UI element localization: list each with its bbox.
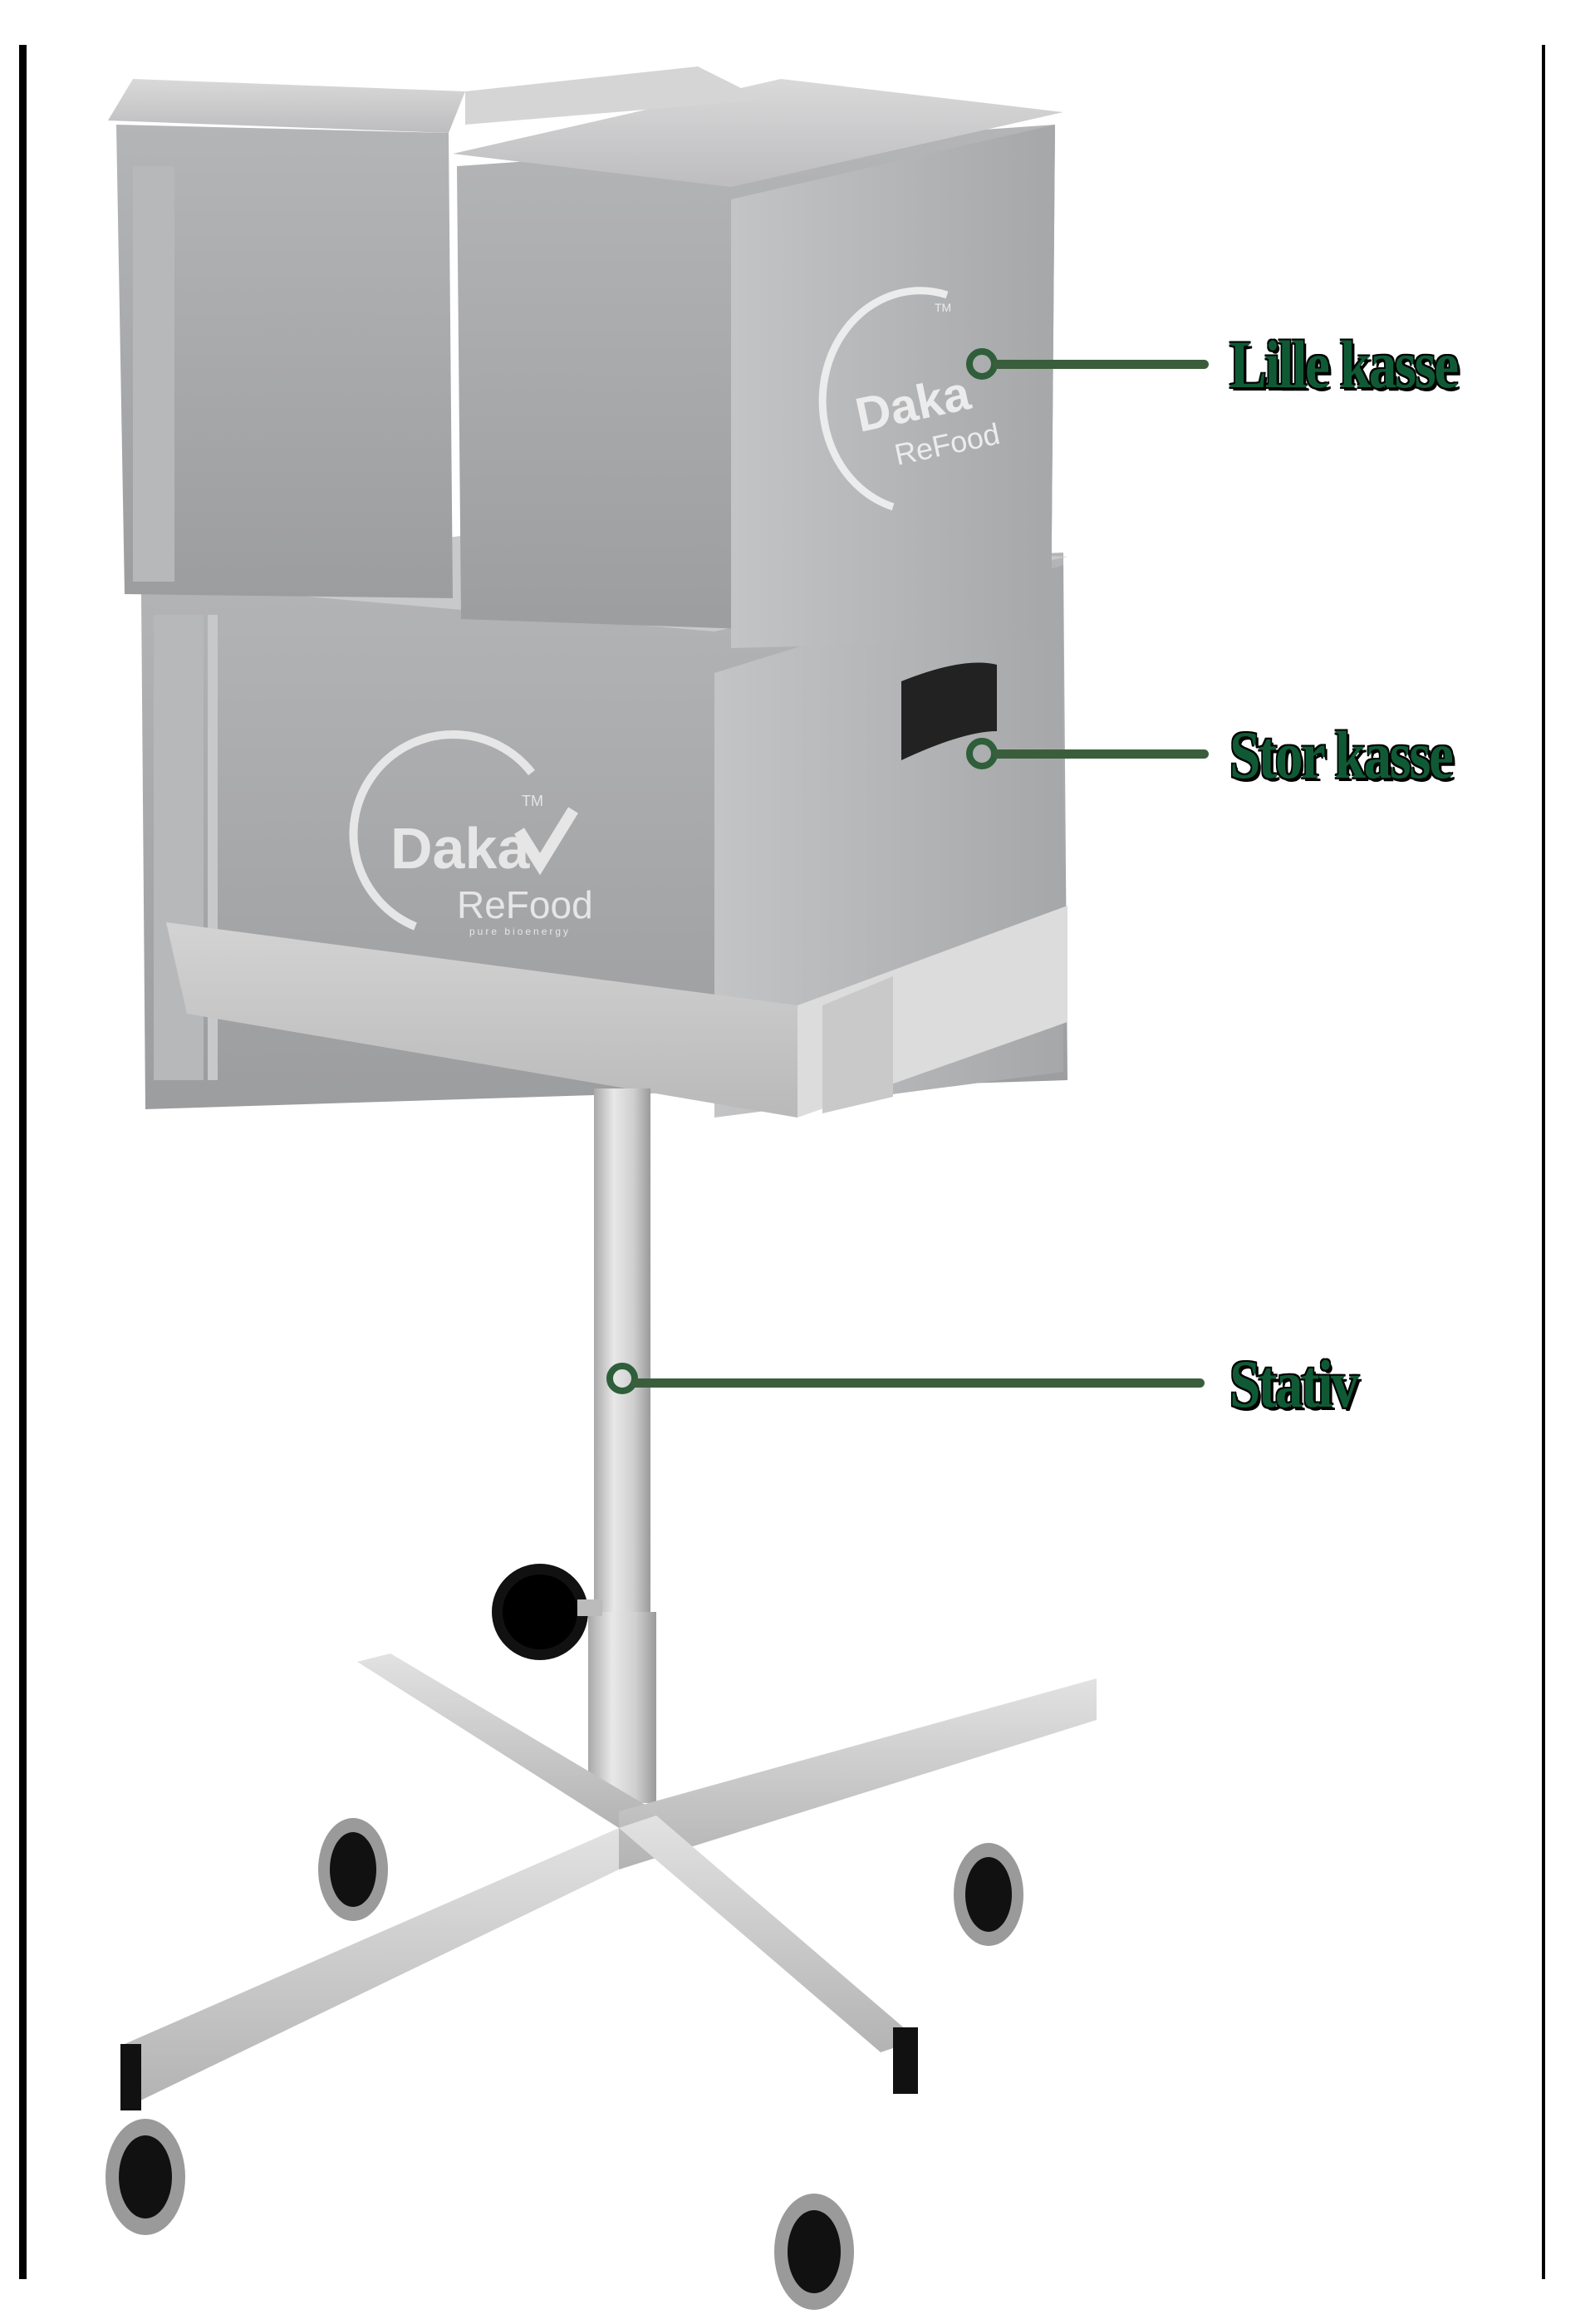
svg-text:pure bioenergy: pure bioenergy	[469, 926, 571, 937]
small-crate-left	[108, 79, 465, 598]
callout-leader-line	[631, 1378, 1205, 1388]
svg-text:Daka: Daka	[390, 816, 530, 881]
svg-text:TM: TM	[935, 301, 951, 314]
callout-label-stand: Stativ	[1229, 1346, 1359, 1422]
callout-label-large-crate: Stor kasse	[1229, 717, 1454, 793]
callout-label-small-crate: Lille kasse	[1229, 327, 1459, 402]
caster-wheels	[106, 1818, 1023, 2310]
crate-tray	[166, 906, 1067, 1118]
stand-base	[106, 1653, 1097, 2310]
svg-text:TM: TM	[522, 793, 543, 809]
callout-leader-line	[993, 360, 1209, 369]
svg-text:ReFood: ReFood	[457, 883, 593, 926]
clamp-knob	[492, 1564, 602, 1660]
frame-right-border	[1542, 45, 1545, 2279]
large-crate-logo: Daka ReFood pure bioenergy TM	[349, 730, 593, 937]
small-crate: Daka ReFood TM	[453, 66, 1063, 648]
callout-leader-line	[993, 749, 1209, 759]
frame-left-border	[19, 45, 27, 2279]
stand	[492, 1088, 656, 1803]
